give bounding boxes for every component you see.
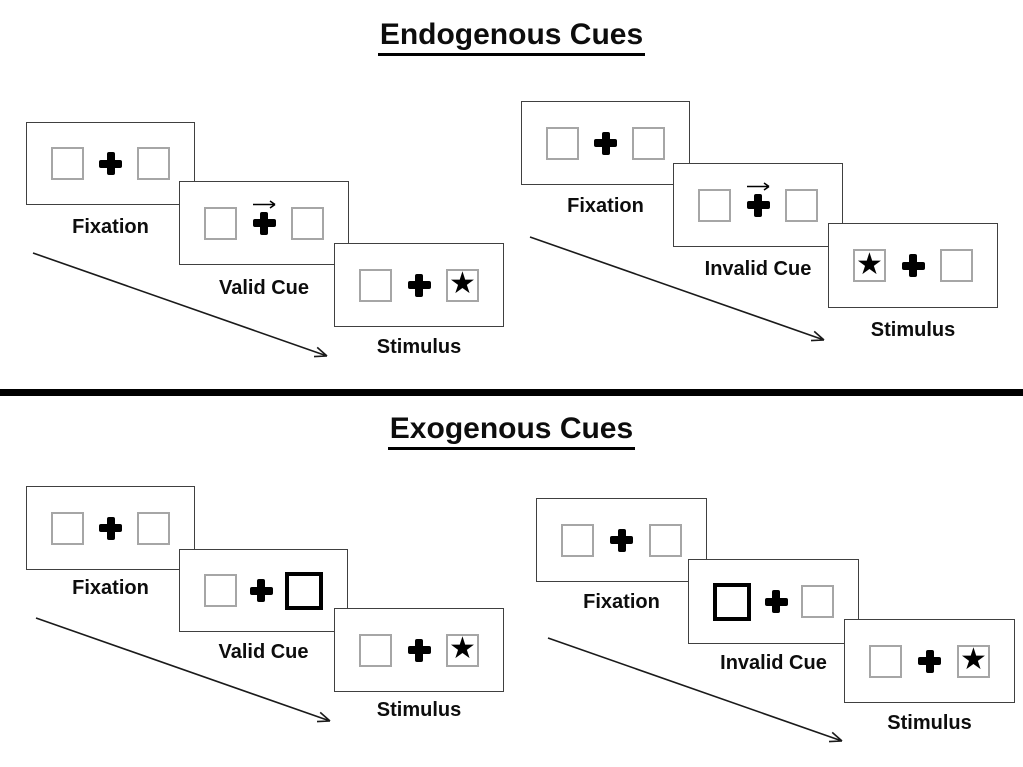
placeholder-box-left xyxy=(359,633,392,667)
cue-arrow-icon xyxy=(252,199,275,209)
step-label: Fixation xyxy=(567,195,644,217)
target-star-icon: ★ xyxy=(449,267,476,300)
placeholder-box-right xyxy=(137,511,170,545)
placeholder-box-right xyxy=(291,206,324,240)
placeholder-box-right: ★ xyxy=(957,643,990,678)
section-title-exogenous: Exogenous Cues xyxy=(0,412,1023,450)
step-label: Invalid Cue xyxy=(720,652,827,674)
fixation-screen xyxy=(521,101,690,185)
placeholder-box-right xyxy=(649,523,682,557)
cue-screen xyxy=(673,163,843,247)
placeholder-box-right: ★ xyxy=(446,267,479,302)
time-arrow xyxy=(529,236,825,342)
section-title-endogenous: Endogenous Cues xyxy=(0,18,1023,56)
fixation-cross-icon xyxy=(764,590,788,613)
placeholder-box-left xyxy=(51,147,84,180)
step-label: Fixation xyxy=(583,591,660,613)
step-label: Valid Cue xyxy=(218,277,310,299)
stimulus-screen: ★ xyxy=(844,619,1015,703)
step-label: Fixation xyxy=(72,216,149,238)
stimulus-screen: ★ xyxy=(828,223,998,308)
cue-box-highlight xyxy=(285,571,323,610)
fixation-cross-icon xyxy=(901,254,925,277)
placeholder-box-left xyxy=(51,511,84,545)
placeholder-box-right xyxy=(137,147,170,180)
fixation-cross-icon xyxy=(610,528,633,552)
cue-box-highlight xyxy=(713,582,751,621)
placeholder-box-left: ★ xyxy=(853,249,886,282)
placeholder-box-left xyxy=(869,644,902,678)
step-label: Stimulus xyxy=(376,699,462,721)
placeholder-box-left xyxy=(698,188,731,222)
placeholder-box-right: ★ xyxy=(446,632,479,667)
placeholder-box-left xyxy=(546,126,579,160)
fixation-cross-icon xyxy=(252,199,276,235)
step-label: Stimulus xyxy=(887,712,972,734)
time-arrow xyxy=(35,617,331,723)
fixation-cross-icon xyxy=(746,181,770,217)
placeholder-box-left xyxy=(204,206,237,240)
target-star-icon: ★ xyxy=(960,643,987,676)
fixation-cross-icon xyxy=(249,579,273,602)
step-label: Fixation xyxy=(72,577,149,599)
cue-screen xyxy=(688,559,859,644)
placeholder-box-left xyxy=(561,523,594,557)
time-arrow xyxy=(32,252,328,358)
placeholder-box-right xyxy=(785,188,818,222)
fixation-cross-icon xyxy=(918,649,941,673)
step-label: Valid Cue xyxy=(218,641,309,663)
fixation-screen xyxy=(26,122,195,205)
placeholder-box-left xyxy=(204,574,237,607)
fixation-cross-icon xyxy=(407,638,431,662)
stimulus-screen: ★ xyxy=(334,243,504,327)
time-arrow xyxy=(547,637,843,743)
fixation-cross-icon xyxy=(407,273,431,297)
target-star-icon: ★ xyxy=(449,632,476,665)
fixation-screen xyxy=(26,486,195,570)
target-star-icon: ★ xyxy=(856,247,883,281)
placeholder-box-right xyxy=(801,585,834,618)
cue-screen xyxy=(179,549,348,632)
placeholder-box-right xyxy=(940,249,973,282)
fixation-cross-icon xyxy=(99,152,122,175)
step-label: Stimulus xyxy=(870,319,956,341)
cue-screen xyxy=(179,181,349,265)
section-divider xyxy=(0,389,1023,396)
placeholder-box-right xyxy=(632,126,665,160)
fixation-cross-icon xyxy=(99,516,122,540)
fixation-cross-icon xyxy=(594,131,617,155)
placeholder-box-left xyxy=(359,268,392,302)
stimulus-screen: ★ xyxy=(334,608,504,692)
step-label: Stimulus xyxy=(376,336,462,358)
cue-arrow-icon xyxy=(746,181,769,191)
step-label: Invalid Cue xyxy=(704,258,812,280)
fixation-screen xyxy=(536,498,707,582)
